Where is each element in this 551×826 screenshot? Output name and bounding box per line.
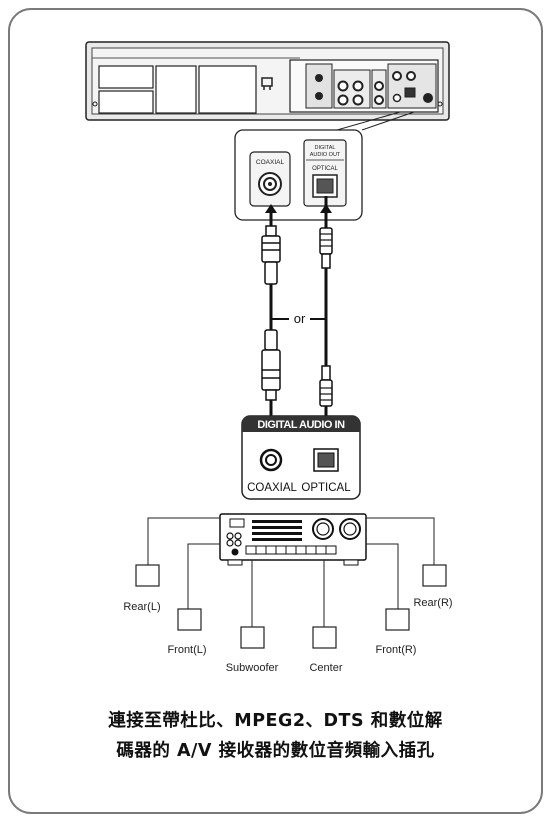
- player-digital-audio-out-label-line2: AUDIO OUT: [310, 152, 341, 158]
- speaker-front-left: [177, 608, 202, 631]
- player-optical-port-label: OPTICAL: [312, 166, 338, 172]
- speaker-wiring: [147, 517, 435, 627]
- speaker-front-right-label: Front(R): [376, 644, 417, 656]
- speaker-front-right: [385, 608, 410, 631]
- coaxial-cable: [261, 204, 281, 446]
- speaker-center-label: Center: [309, 662, 342, 674]
- speakers: Rear(L) Front(L) Subwoofer Center Front(…: [123, 564, 453, 674]
- player-coaxial-port-label: COAXIAL: [256, 159, 285, 166]
- speaker-rear-left-label: Rear(L): [123, 601, 160, 613]
- speaker-rear-right: [422, 564, 447, 587]
- digital-audio-in-header: DIGITAL AUDIO IN: [257, 419, 345, 431]
- receiver-digital-input-panel: DIGITAL AUDIO IN COAXIAL OPTICAL: [241, 415, 361, 500]
- player-digital-audio-out-label-line1: DIGITAL: [315, 145, 336, 151]
- speaker-rear-left: [135, 564, 160, 587]
- speaker-front-left-label: Front(L): [167, 644, 206, 656]
- caption-line-2: 碼器的 A/V 接收器的數位音頻輸入插孔: [116, 741, 435, 761]
- digital-out-zoom-panel: COAXIAL DIGITAL AUDIO OUT OPTICAL: [234, 129, 363, 221]
- speaker-center: [312, 626, 337, 649]
- speaker-rear-right-label: Rear(R): [413, 597, 452, 609]
- av-receiver: [219, 513, 367, 566]
- cable-option-separator: or: [271, 309, 326, 327]
- receiver-coaxial-label: COAXIAL: [247, 482, 297, 494]
- speaker-subwoofer-label: Subwoofer: [226, 662, 279, 674]
- callout-lines: [336, 111, 415, 131]
- receiver-optical-label: OPTICAL: [301, 482, 351, 494]
- arrow-up-icon: [320, 204, 332, 213]
- caption-line-1: 連接至帶杜比、MPEG2、DTS 和數位解: [108, 711, 443, 731]
- arrow-up-icon: [265, 204, 277, 213]
- dvd-player-rear-panel: [85, 41, 450, 121]
- or-label: or: [294, 311, 306, 326]
- speaker-subwoofer: [240, 626, 265, 649]
